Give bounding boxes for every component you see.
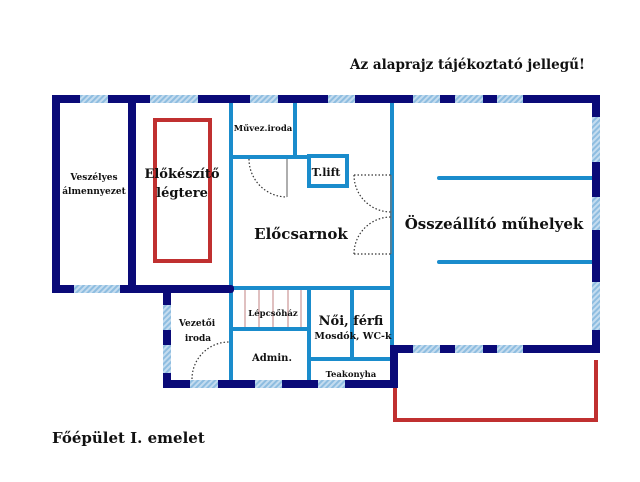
door-swing — [248, 158, 288, 198]
elokeszito-airspace-outline — [153, 118, 212, 263]
inner-wall — [229, 327, 309, 331]
inner-wall — [229, 155, 309, 159]
window — [497, 95, 523, 103]
door-swing — [191, 341, 230, 380]
window — [455, 345, 483, 353]
window — [163, 305, 171, 330]
wall-veszelyes — [128, 95, 136, 291]
balcony-outline — [393, 353, 598, 422]
window — [318, 380, 345, 388]
inner-wall — [350, 288, 354, 360]
room-label-vezetoi: Vezetői — [178, 318, 216, 329]
room-label-noi-ferfi: Női, férfi — [319, 314, 384, 329]
door-swing — [353, 174, 392, 213]
inner-wall — [293, 100, 297, 158]
inner-wall — [307, 288, 311, 385]
room-label-elokeszito-2: légtere — [156, 186, 208, 201]
window — [592, 282, 600, 330]
window — [250, 95, 278, 103]
room-label-osszeallito: Összeállító műhelyek — [405, 214, 584, 233]
room-label-lepcsohaz: Lépcsőház — [248, 308, 298, 319]
window — [328, 95, 355, 103]
outer-wall-left — [52, 95, 60, 293]
outer-wall-top — [52, 95, 600, 103]
outer-wall-lower-right — [390, 345, 398, 388]
window — [592, 197, 600, 230]
room-label-veszelyes-2: álmennyezet — [62, 186, 126, 197]
window — [74, 285, 120, 293]
room-label-teakonyha: Teakonyha — [326, 370, 377, 380]
stair-treads — [244, 290, 302, 327]
notice-text: Az alaprajz tájékoztató jellegű! — [349, 57, 585, 73]
floor-title: Főépület I. emelet — [52, 429, 205, 447]
room-label-elokeszito: Előkészítő — [144, 167, 219, 182]
room-label-vezetoi-2: iroda — [185, 334, 211, 344]
doors — [191, 158, 392, 380]
room-label-veszelyes: Veszélyes — [69, 172, 117, 183]
inner-wall — [307, 357, 394, 361]
window — [455, 95, 483, 103]
door-swing — [353, 216, 392, 255]
room-label-lift: T.lift — [312, 166, 342, 179]
outer-wall-workshop-bottom — [390, 345, 600, 353]
lift-shaft — [307, 154, 349, 188]
window — [190, 380, 218, 388]
window — [80, 95, 108, 103]
room-label-admin: Admin. — [251, 353, 292, 364]
window — [497, 345, 523, 353]
window — [255, 380, 282, 388]
inner-wall — [229, 286, 394, 290]
inner-walls — [229, 100, 594, 385]
windows — [74, 95, 600, 388]
window — [163, 345, 171, 373]
window — [150, 95, 198, 103]
window — [413, 345, 440, 353]
inner-wall — [390, 100, 394, 352]
room-label-mosdok: Mosdók, WC-k — [314, 331, 392, 342]
workshop-partition — [437, 260, 594, 264]
window — [592, 117, 600, 162]
window — [413, 95, 440, 103]
inner-wall — [229, 100, 233, 385]
outer-wall-lower-left — [163, 288, 171, 388]
workshop-partition — [437, 176, 594, 180]
room-label-elocsarnok: Előcsarnok — [254, 225, 348, 243]
room-label-muvez-iroda: Művez.iroda — [234, 123, 293, 134]
